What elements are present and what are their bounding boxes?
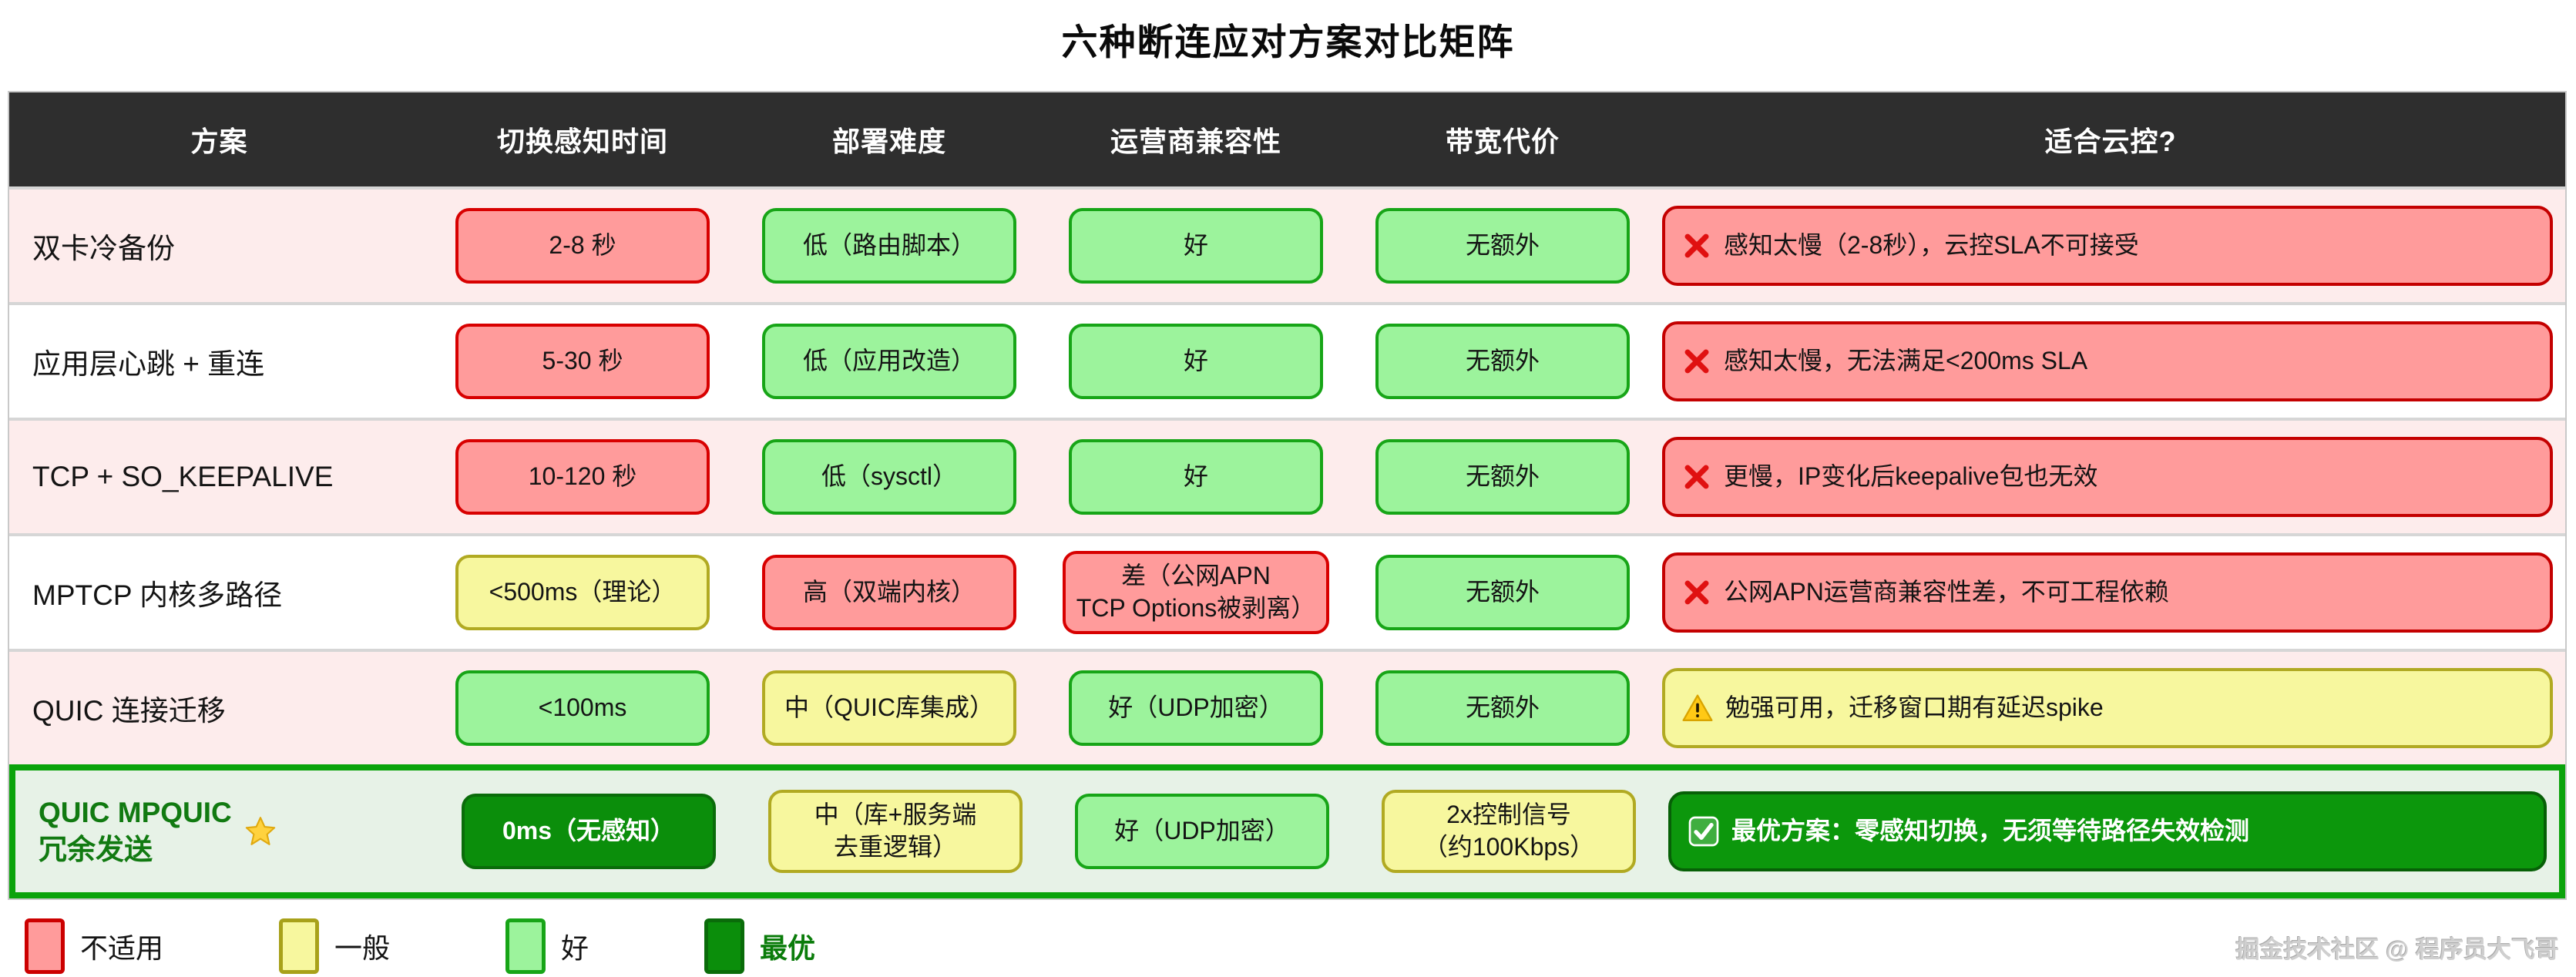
scheme-name: 双卡冷备份 bbox=[9, 225, 429, 267]
scheme-name: TCP + SO_KEEPALIVE bbox=[9, 461, 429, 493]
carrier-badge: 好（UDP加密） bbox=[1075, 794, 1329, 869]
star-icon bbox=[244, 815, 277, 848]
cross-icon bbox=[1682, 578, 1711, 607]
table-row: TCP + SO_KEEPALIVE 10-120 秒 低（sysctl） 好 … bbox=[9, 418, 2565, 533]
legend-item-warn: 一般 bbox=[279, 918, 390, 974]
verdict-text: 公网APN运营商兼容性差，不可工程依赖 bbox=[1724, 578, 2169, 606]
verdict-box: 更慢，IP变化后keepalive包也无效 bbox=[1662, 437, 2553, 517]
bandwidth-badge: 无额外 bbox=[1375, 208, 1630, 284]
header-cell-bandwidth: 带宽代价 bbox=[1445, 126, 1560, 157]
carrier-badge: 好（UDP加密） bbox=[1069, 670, 1323, 746]
legend-item-good: 好 bbox=[505, 918, 589, 974]
deploy-badge: 低（sysctl） bbox=[762, 439, 1016, 515]
legend-label: 不适用 bbox=[80, 932, 164, 964]
scheme-label: QUIC MPQUIC 冗余发送 bbox=[39, 796, 232, 865]
cross-icon bbox=[1682, 462, 1711, 492]
verdict-text: 感知太慢（2-8秒），云控SLA不可接受 bbox=[1724, 231, 2139, 260]
table-row: 应用层心跳 + 重连 5-30 秒 低（应用改造） 好 无额外 感知太慢，无法满… bbox=[9, 302, 2565, 418]
verdict-text: 最优方案：零感知切换，无须等待路径失效检测 bbox=[1731, 817, 2250, 845]
cross-icon bbox=[1682, 231, 1711, 260]
switch-time-badge: 2-8 秒 bbox=[455, 208, 710, 284]
scheme-name: MPTCP 内核多路径 bbox=[9, 572, 429, 613]
verdict-text: 勉强可用，迁移窗口期有延迟spike bbox=[1725, 693, 2104, 722]
comparison-table: 方案 切换感知时间 部署难度 运营商兼容性 带宽代价 适合云控? 双卡冷备份 2… bbox=[8, 91, 2567, 900]
table-row: MPTCP 内核多路径 <500ms（理论） 高（双端内核） 差（公网APN T… bbox=[9, 533, 2565, 649]
verdict-text: 感知太慢，无法满足<200ms SLA bbox=[1724, 347, 2088, 375]
legend: 不适用 一般 好 最优 bbox=[25, 918, 815, 974]
header-cell-carrier: 运营商兼容性 bbox=[1110, 126, 1281, 157]
scheme-label: QUIC 连接迁移 bbox=[32, 695, 226, 727]
switch-time-badge: 10-120 秒 bbox=[455, 439, 710, 515]
bandwidth-badge: 无额外 bbox=[1375, 324, 1630, 399]
legend-label: 最优 bbox=[760, 932, 816, 964]
legend-swatch-good bbox=[505, 918, 546, 974]
bandwidth-badge: 无额外 bbox=[1375, 555, 1630, 630]
watermark: 掘金技术社区 @ 程序员大飞哥 bbox=[2235, 936, 2559, 963]
bandwidth-badge: 2x控制信号 （约100Kbps） bbox=[1382, 790, 1636, 873]
legend-swatch-warn bbox=[279, 918, 320, 974]
legend-item-bad: 不适用 bbox=[25, 918, 163, 974]
deploy-badge: 中（QUIC库集成） bbox=[762, 670, 1016, 746]
scheme-label: TCP + SO_KEEPALIVE bbox=[32, 461, 334, 492]
scheme-name: 应用层心跳 + 重连 bbox=[9, 341, 429, 382]
verdict-box: 勉强可用，迁移窗口期有延迟spike bbox=[1662, 668, 2553, 748]
legend-item-best: 最优 bbox=[704, 918, 815, 974]
cross-icon bbox=[1682, 347, 1711, 376]
switch-time-badge: <500ms（理论） bbox=[455, 555, 710, 630]
scheme-name: QUIC 连接迁移 bbox=[9, 687, 429, 729]
switch-time-badge: 5-30 秒 bbox=[455, 324, 710, 399]
legend-label: 一般 bbox=[334, 932, 391, 964]
deploy-badge: 低（路由脚本） bbox=[762, 208, 1016, 284]
carrier-badge: 好 bbox=[1069, 439, 1323, 515]
legend-swatch-best bbox=[704, 918, 745, 974]
warning-icon bbox=[1682, 693, 1713, 724]
deploy-badge: 中（库+服务端 去重逻辑） bbox=[768, 790, 1023, 873]
legend-swatch-bad bbox=[25, 918, 65, 974]
verdict-box: 感知太慢，无法满足<200ms SLA bbox=[1662, 321, 2553, 401]
deploy-badge: 低（应用改造） bbox=[762, 324, 1016, 399]
scheme-label: 双卡冷备份 bbox=[32, 233, 175, 264]
table-row-best: QUIC MPQUIC 冗余发送 0ms（无感知） 中（库+服务端 去重逻辑） … bbox=[9, 764, 2565, 898]
scheme-name: QUIC MPQUIC 冗余发送 bbox=[15, 794, 435, 868]
bandwidth-badge: 无额外 bbox=[1375, 439, 1630, 515]
switch-time-badge: 0ms（无感知） bbox=[462, 794, 716, 869]
deploy-badge: 高（双端内核） bbox=[762, 555, 1016, 630]
carrier-badge: 好 bbox=[1069, 208, 1323, 284]
verdict-text: 更慢，IP变化后keepalive包也无效 bbox=[1724, 462, 2098, 491]
verdict-box: 感知太慢（2-8秒），云控SLA不可接受 bbox=[1662, 206, 2553, 286]
carrier-badge: 差（公网APN TCP Options被剥离） bbox=[1062, 551, 1330, 634]
table-header-row: 方案 切换感知时间 部署难度 运营商兼容性 带宽代价 适合云控? bbox=[9, 92, 2565, 186]
table-row: 双卡冷备份 2-8 秒 低（路由脚本） 好 无额外 感知太慢（2-8秒），云控S… bbox=[9, 186, 2565, 302]
switch-time-badge: <100ms bbox=[455, 670, 710, 746]
verdict-box: 最优方案：零感知切换，无须等待路径失效检测 bbox=[1668, 791, 2547, 871]
carrier-badge: 好 bbox=[1069, 324, 1323, 399]
header-cell-switch-time: 切换感知时间 bbox=[496, 126, 668, 157]
bandwidth-badge: 无额外 bbox=[1375, 670, 1630, 746]
page-title: 六种断连应对方案对比矩阵 bbox=[1061, 22, 1515, 62]
check-icon bbox=[1688, 816, 1719, 847]
header-cell-deploy: 部署难度 bbox=[831, 126, 946, 157]
header-cell-scheme: 方案 bbox=[190, 126, 248, 157]
header-cell-cloud-fit: 适合云控? bbox=[2044, 126, 2177, 157]
scheme-label: 应用层心跳 + 重连 bbox=[32, 348, 265, 380]
scheme-label: MPTCP 内核多路径 bbox=[32, 579, 283, 611]
verdict-box: 公网APN运营商兼容性差，不可工程依赖 bbox=[1662, 552, 2553, 633]
table-row: QUIC 连接迁移 <100ms 中（QUIC库集成） 好（UDP加密） 无额外… bbox=[9, 649, 2565, 764]
legend-label: 好 bbox=[561, 932, 589, 964]
